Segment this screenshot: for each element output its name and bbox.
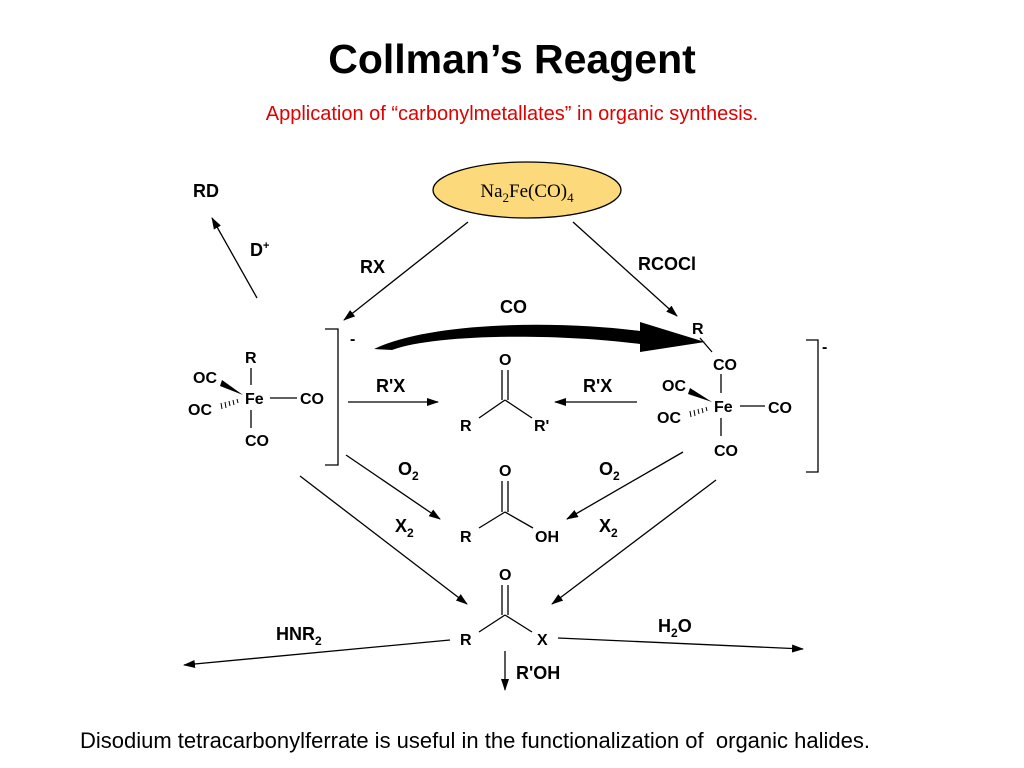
- ketone-r-prime: R': [534, 418, 549, 435]
- label-o2-right: O2: [599, 459, 620, 483]
- right-oc-bottom: OC: [657, 410, 681, 427]
- co-insertion-arrow: [374, 322, 705, 352]
- arrow-hnr2: [183, 639, 451, 668]
- left-iron-complex: - R Fe CO CO OC OC: [188, 328, 355, 466]
- arrow-right-to-acid: [566, 451, 684, 520]
- left-fe: Fe: [245, 391, 264, 408]
- ketone-o: O: [499, 352, 511, 369]
- label-rprime-oh: R'OH: [516, 663, 560, 683]
- label-rprime-x-left: R'X: [376, 376, 405, 396]
- acyl-halide-structure: O R X: [460, 567, 548, 649]
- slide-subtitle: Application of “carbonylmetallates” in o…: [265, 103, 759, 125]
- arrow-left-to-acid: [345, 454, 441, 520]
- label-co-migration: CO: [500, 297, 527, 317]
- right-oc-top: OC: [662, 378, 686, 395]
- label-rx: RX: [360, 257, 385, 277]
- arrow-to-rd: [211, 217, 258, 299]
- right-fe: Fe: [714, 399, 733, 416]
- acid-r: R: [460, 529, 472, 546]
- right-co-acyl: CO: [713, 357, 737, 374]
- reagent-node: Na2Fe(CO)4: [432, 161, 622, 219]
- label-x2-right: X2: [599, 516, 618, 540]
- right-co-right: CO: [768, 400, 792, 417]
- label-x2-left: X2: [395, 516, 414, 540]
- ketone-structure: O R R': [460, 352, 549, 435]
- label-rcocl: RCOCl: [638, 254, 696, 274]
- acid-oh: OH: [535, 529, 559, 546]
- left-co-bottom: CO: [245, 433, 269, 450]
- slide-title: Collman’s Reagent: [328, 36, 696, 82]
- footer-caption: Disodium tetracarbonylferrate is useful …: [80, 728, 870, 753]
- right-bracket: [806, 339, 819, 473]
- label-rd: RD: [193, 181, 219, 201]
- arrow-left-to-acyl-halide: [299, 475, 468, 605]
- acid-o: O: [499, 463, 511, 480]
- left-co-right: CO: [300, 391, 324, 408]
- left-r: R: [245, 350, 257, 367]
- reagent-ellipse: [432, 161, 622, 219]
- right-charge: -: [822, 339, 827, 356]
- arrow-rcocl: [572, 221, 678, 317]
- acid-structure: O R OH: [460, 463, 559, 546]
- label-o2-left: O2: [398, 459, 419, 483]
- acyl-o: O: [499, 567, 511, 584]
- left-bracket: [325, 328, 339, 466]
- arrow-right-to-acyl-halide: [551, 479, 717, 605]
- acyl-r: R: [460, 632, 472, 649]
- ketone-r: R: [460, 418, 472, 435]
- arrow-rx: [343, 221, 469, 321]
- left-oc-top: OC: [193, 370, 217, 387]
- label-rprime-x-right: R'X: [583, 376, 612, 396]
- right-co-bottom: CO: [714, 443, 738, 460]
- left-charge: -: [350, 331, 355, 348]
- reagent-formula: Na2Fe(CO)4: [480, 181, 574, 205]
- right-r: R: [692, 321, 704, 338]
- right-iron-complex: - R CO Fe CO CO OC OC: [657, 321, 827, 473]
- arrow-h2o: [557, 637, 804, 653]
- acyl-x: X: [537, 632, 548, 649]
- label-d-plus: D+: [250, 240, 269, 260]
- label-h2o: H2O: [658, 616, 692, 640]
- label-hnr2: HNR2: [276, 624, 322, 648]
- left-oc-bottom: OC: [188, 402, 212, 419]
